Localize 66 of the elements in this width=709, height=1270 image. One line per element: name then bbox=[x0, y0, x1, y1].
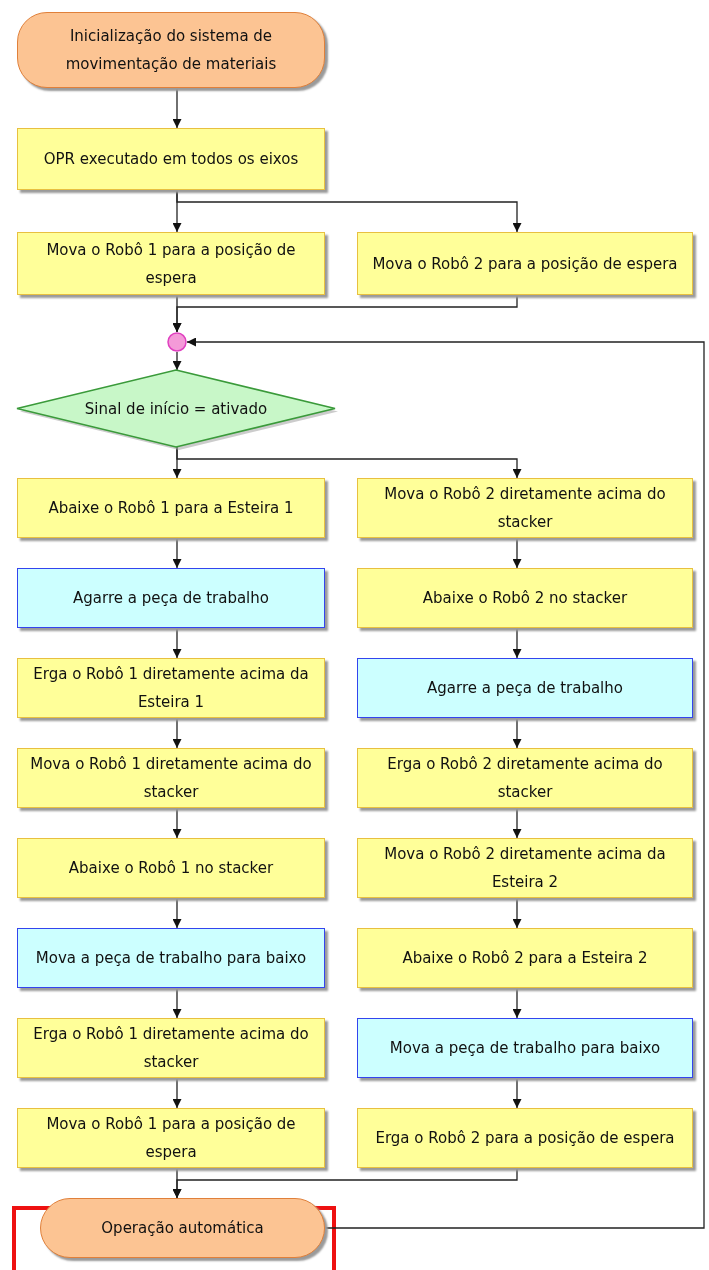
connector-circle bbox=[167, 332, 187, 352]
arrow bbox=[512, 897, 522, 929]
process-box bbox=[17, 128, 325, 190]
step-text: Operação automática bbox=[100, 1218, 265, 1239]
action-box bbox=[17, 568, 325, 628]
step-text: Mova o Robô 2 diretamente acima do stacker bbox=[383, 484, 667, 533]
action-box bbox=[357, 658, 693, 718]
step-text: Abaixe o Robô 1 para a Esteira 1 bbox=[47, 498, 295, 519]
terminal-box bbox=[40, 1198, 325, 1258]
arrow bbox=[172, 897, 182, 929]
arrow bbox=[172, 537, 182, 569]
arrow bbox=[172, 294, 518, 333]
action-box bbox=[357, 1018, 693, 1078]
process-box bbox=[17, 658, 325, 718]
arrow bbox=[512, 987, 522, 1019]
step-text: Erga o Robô 2 diretamente acima do stacker bbox=[386, 754, 664, 803]
process-box bbox=[357, 568, 693, 628]
step-text: Agarre a peça de trabalho bbox=[426, 678, 624, 699]
process-box bbox=[357, 232, 693, 295]
step-text: Abaixe o Robô 2 no stacker bbox=[421, 588, 629, 609]
step-text: Mova a peça de trabalho para baixo bbox=[388, 1038, 662, 1059]
arrow bbox=[186, 337, 705, 1229]
step-text: Erga o Robô 1 diretamente acima do stacker bbox=[32, 1024, 310, 1073]
step-text: Erga o Robô 2 para a posição de espera bbox=[374, 1128, 676, 1149]
terminal-box bbox=[17, 12, 325, 88]
process-box bbox=[17, 478, 325, 538]
arrow bbox=[512, 1077, 522, 1109]
arrow bbox=[172, 87, 182, 129]
arrow bbox=[172, 351, 182, 371]
arrow bbox=[172, 627, 182, 659]
step-text: Mova o Robô 1 para a posição de espera bbox=[45, 1114, 297, 1163]
process-box bbox=[17, 1108, 325, 1168]
process-box bbox=[357, 748, 693, 808]
arrow bbox=[172, 1167, 518, 1199]
step-text: Sinal de início = ativado bbox=[83, 398, 269, 420]
process-box bbox=[357, 1108, 693, 1168]
step-text: OPR executado em todos os eixos bbox=[42, 149, 300, 170]
step-text: Inicialização do sistema de movimentação de materiais bbox=[64, 26, 278, 75]
step-text: Agarre a peça de trabalho bbox=[72, 588, 270, 609]
step-text: Mova o Robô 1 para a posição de espera bbox=[45, 239, 297, 289]
arrow bbox=[176, 189, 522, 233]
arrow bbox=[172, 987, 182, 1019]
action-box bbox=[17, 928, 325, 988]
step-text: Abaixe o Robô 1 no stacker bbox=[67, 858, 275, 879]
step-text: Abaixe o Robô 2 para a Esteira 2 bbox=[401, 948, 649, 969]
step-text: Mova o Robô 1 diretamente acima do stacker bbox=[29, 754, 313, 803]
process-box bbox=[357, 478, 693, 538]
step-text: Mova a peça de trabalho para baixo bbox=[34, 948, 308, 969]
step-text: Erga o Robô 1 diretamente acima da Esteira 1 bbox=[32, 664, 310, 713]
step-text: Mova o Robô 2 diretamente acima da Esteira 2 bbox=[383, 844, 667, 893]
process-box bbox=[17, 232, 325, 295]
process-box bbox=[17, 838, 325, 898]
arrow bbox=[512, 807, 522, 839]
process-box bbox=[17, 748, 325, 808]
process-box bbox=[17, 1018, 325, 1078]
arrow bbox=[172, 807, 182, 839]
process-box bbox=[357, 838, 693, 898]
arrow bbox=[176, 446, 522, 479]
arrow bbox=[512, 537, 522, 569]
arrow bbox=[172, 1077, 182, 1109]
step-text: Mova o Robô 2 para a posição de espera bbox=[371, 253, 679, 275]
process-box bbox=[357, 928, 693, 988]
decision-diamond bbox=[17, 370, 335, 447]
arrow bbox=[512, 717, 522, 749]
arrow bbox=[512, 627, 522, 659]
arrow bbox=[172, 717, 182, 749]
